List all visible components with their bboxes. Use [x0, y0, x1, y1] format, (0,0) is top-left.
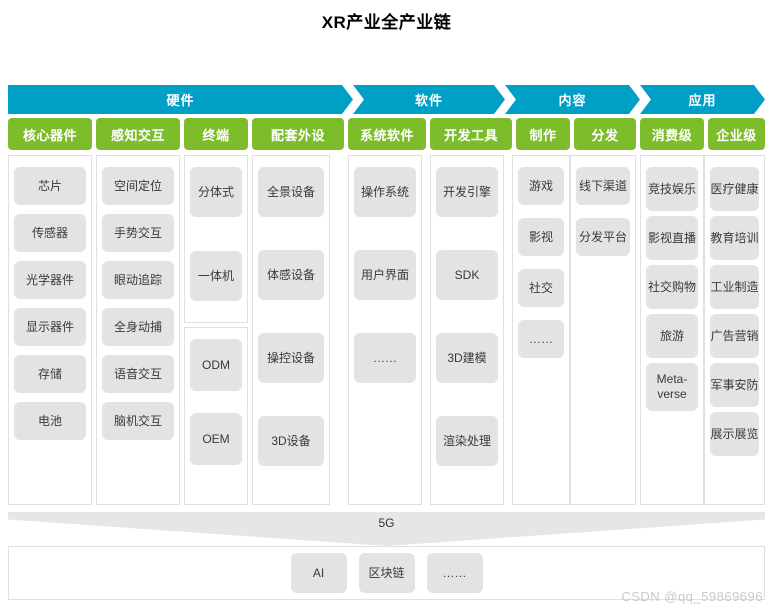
- item-card[interactable]: 影视直播: [646, 216, 698, 260]
- foundation-card[interactable]: AI: [290, 553, 347, 593]
- item-card[interactable]: SDK: [436, 250, 498, 300]
- page-title: XR产业全产业链: [321, 13, 452, 32]
- item-card[interactable]: ……: [354, 333, 416, 383]
- item-card[interactable]: 存储: [14, 355, 86, 393]
- column-terminal-cards: ODM OEM: [184, 327, 248, 505]
- item-card[interactable]: OEM: [190, 413, 242, 465]
- column-core-components-cards: 芯片传感器光学器件显示器件存储电池: [8, 155, 92, 505]
- item-card[interactable]: ODM: [190, 339, 242, 391]
- column-terminal-cards: 分体式一体机: [184, 155, 248, 323]
- item-card[interactable]: 芯片: [14, 167, 86, 205]
- segment-header-1[interactable]: 感知交互: [96, 118, 180, 150]
- item-card[interactable]: 旅游: [646, 314, 698, 358]
- item-card[interactable]: 展示展览: [710, 412, 759, 456]
- item-card[interactable]: 眼动追踪: [102, 261, 174, 299]
- item-card[interactable]: 全身动捕: [102, 308, 174, 346]
- column-distribution-cards: 线下渠道分发平台: [570, 155, 636, 505]
- item-card[interactable]: 电池: [14, 402, 86, 440]
- infrastructure-band-label: 5G: [378, 516, 395, 530]
- segment-header-6[interactable]: 制作: [516, 118, 570, 150]
- segment-header-label: 感知交互: [110, 127, 165, 143]
- item-card[interactable]: 空间定位: [102, 167, 174, 205]
- item-card[interactable]: 一体机: [190, 251, 242, 301]
- item-card[interactable]: 游戏: [518, 167, 564, 205]
- segment-header-label: 制作: [529, 127, 557, 143]
- segment-header-label: 企业级: [716, 127, 757, 143]
- column-box-distribution-0: [570, 155, 636, 505]
- column-peripherals-cards: 全景设备体感设备操控设备 3D设备: [252, 155, 330, 505]
- item-card[interactable]: 用户界面: [354, 250, 416, 300]
- category-band-3: 应用: [640, 85, 765, 114]
- category-band-label: 应用: [688, 93, 717, 108]
- category-band-label: 软件: [414, 93, 443, 108]
- column-production-cards: 游戏影视社交 ……: [512, 155, 570, 505]
- item-card[interactable]: 光学器件: [14, 261, 86, 299]
- item-card[interactable]: 竞技娱乐: [646, 167, 698, 211]
- segment-header-5[interactable]: 开发工具: [430, 118, 512, 150]
- watermark: CSDN @qq_59869696: [621, 589, 763, 604]
- item-card[interactable]: 社交购物: [646, 265, 698, 309]
- category-band-label: 内容: [558, 93, 587, 108]
- item-card[interactable]: 医疗健康: [710, 167, 759, 211]
- item-card[interactable]: 分发平台: [576, 218, 630, 256]
- segment-header-label: 分发: [591, 127, 619, 143]
- item-card[interactable]: 3D设备: [258, 416, 324, 466]
- segment-header-7[interactable]: 分发: [574, 118, 636, 150]
- item-card[interactable]: 线下渠道: [576, 167, 630, 205]
- item-card[interactable]: 社交: [518, 269, 564, 307]
- item-card[interactable]: 语音交互: [102, 355, 174, 393]
- item-card[interactable]: 显示器件: [14, 308, 86, 346]
- item-card[interactable]: 广告营销: [710, 314, 759, 358]
- segment-header-label: 开发工具: [443, 127, 498, 143]
- item-card[interactable]: 工业制造: [710, 265, 759, 309]
- item-card[interactable]: 渲染处理: [436, 416, 498, 466]
- item-card[interactable]: 体感设备: [258, 250, 324, 300]
- segment-header-label: 消费级: [651, 127, 693, 143]
- item-card[interactable]: 教育培训: [710, 216, 759, 260]
- segment-header-3[interactable]: 配套外设: [252, 118, 344, 150]
- item-card[interactable]: Meta-verse: [646, 363, 698, 411]
- item-card[interactable]: 手势交互: [102, 214, 174, 252]
- segment-header-label: 系统软件: [359, 127, 414, 143]
- segment-header-2[interactable]: 终端: [184, 118, 248, 150]
- column-perception-interaction-cards: 空间定位手势交互眼动追踪全身动捕语音交互脑机交互: [96, 155, 180, 505]
- column-enterprise-cards: 医疗健康教育培训工业制造广告营销军事安防展示展览: [704, 155, 765, 505]
- item-card[interactable]: 脑机交互: [102, 402, 174, 440]
- infrastructure-band-5g: 5G: [8, 512, 765, 546]
- category-band-1: 软件: [353, 85, 505, 114]
- value-chain-columns: 芯片传感器光学器件显示器件存储电池空间定位手势交互眼动追踪全身动捕语音交互脑机交…: [8, 155, 765, 505]
- item-card[interactable]: 传感器: [14, 214, 86, 252]
- column-consumer-cards: 竞技娱乐影视直播社交购物旅游 Meta-verse: [640, 155, 704, 505]
- category-band-row: 硬件 软件 内容 应用: [8, 85, 765, 114]
- segment-header-9[interactable]: 企业级: [708, 118, 765, 150]
- item-card[interactable]: 操控设备: [258, 333, 324, 383]
- segment-header-label: 配套外设: [270, 127, 325, 143]
- item-card[interactable]: 影视: [518, 218, 564, 256]
- category-band-0: 硬件: [8, 85, 353, 114]
- item-card[interactable]: 军事安防: [710, 363, 759, 407]
- category-band-2: 内容: [505, 85, 640, 114]
- item-card[interactable]: 分体式: [190, 167, 242, 217]
- segment-header-label: 终端: [202, 127, 230, 143]
- item-card[interactable]: 操作系统: [354, 167, 416, 217]
- segment-header-4[interactable]: 系统软件: [348, 118, 426, 150]
- foundation-card[interactable]: ……: [426, 553, 483, 593]
- column-system-software-cards: 操作系统用户界面 ……: [348, 155, 422, 505]
- item-card[interactable]: ……: [518, 320, 564, 358]
- segment-header-8[interactable]: 消费级: [640, 118, 704, 150]
- segment-header-row: 核心器件 感知交互 终端 配套外设 系统软件 开发工具 制作 分发 消费级 企业级: [8, 118, 765, 150]
- column-dev-tools-cards: 开发引擎 SDK 3D建模渲染处理: [430, 155, 504, 505]
- item-card[interactable]: 开发引擎: [436, 167, 498, 217]
- item-card[interactable]: 3D建模: [436, 333, 498, 383]
- segment-header-0[interactable]: 核心器件: [8, 118, 92, 150]
- foundation-card[interactable]: 区块链: [358, 553, 415, 593]
- category-band-label: 硬件: [166, 93, 195, 108]
- item-card[interactable]: 全景设备: [258, 167, 324, 217]
- foundation-technology-bar: AI 区块链 ……: [8, 546, 765, 600]
- segment-header-label: 核心器件: [22, 127, 77, 143]
